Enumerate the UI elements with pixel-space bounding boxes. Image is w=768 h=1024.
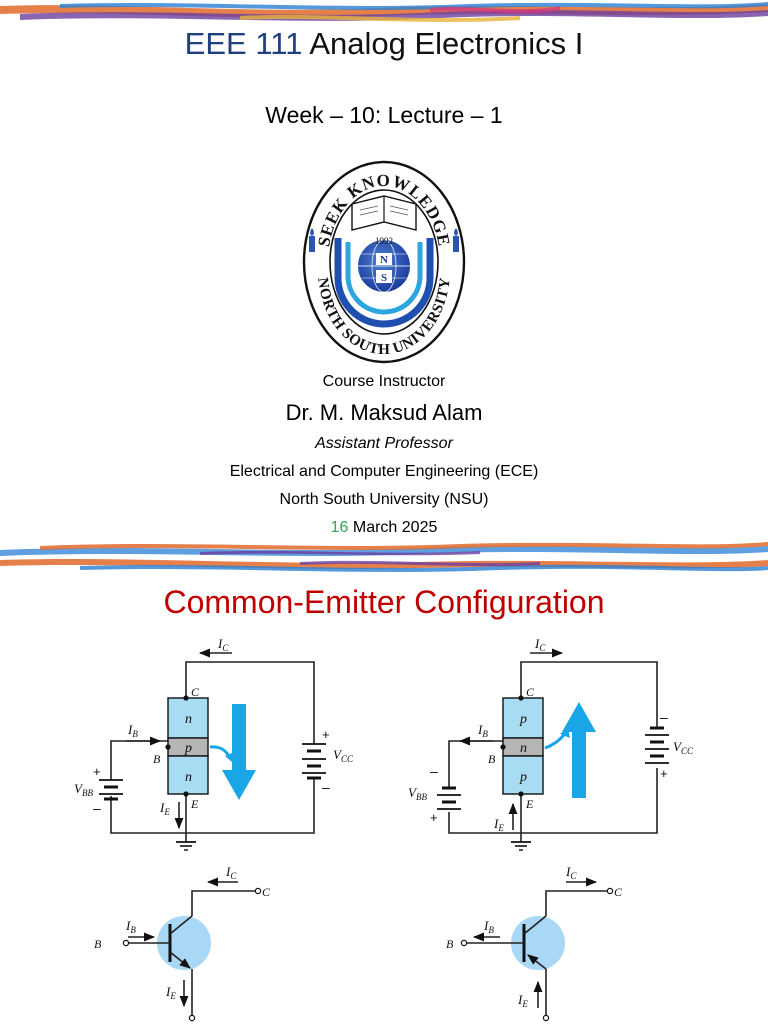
book-icon [351, 195, 417, 231]
pnp-symbol-ib-label: IB [483, 918, 494, 935]
pnp-ie-label: IE [493, 816, 504, 833]
department: Electrical and Computer Engineering (ECE… [229, 463, 539, 480]
pnp-circuit: IC IB IE p n p C B E [408, 636, 694, 851]
university-seal-logo: SEEK KNOWLEDGE NORTH SOUTH UNIVERSITY [302, 160, 466, 364]
pnp-symbol-ie-label: IE [517, 992, 528, 1009]
npn-symbol-ic-label: IC [225, 864, 237, 881]
npn-c-label: C [191, 685, 200, 699]
seal-letter-s: S [381, 272, 387, 284]
pnp-symbol-b-label: B [446, 937, 454, 951]
npn-symbol-ie-label: IE [165, 984, 176, 1001]
npn-layer-mid: p [184, 741, 192, 756]
pnp-vbb-label: VBB [408, 785, 427, 802]
date-day: 16 [330, 519, 349, 536]
title-slide: EEE 111 Analog Electronics I Week – 10: … [0, 0, 768, 556]
lecture-subtitle: Week – 10: Lecture – 1 [265, 102, 503, 128]
pnp-c-label: C [526, 685, 535, 699]
pnp-ground-icon [511, 841, 531, 851]
pnp-b-label: B [488, 752, 496, 766]
course-code: EEE 111 [184, 26, 303, 61]
pnp-emitter-layer [502, 755, 544, 795]
university: North South University (NSU) [279, 491, 489, 508]
svg-text:+: + [93, 764, 101, 779]
date-month-year: March 2025 [348, 519, 438, 536]
npn-layer-bot: n [185, 770, 192, 785]
pnp-transistor-symbol: IC C IB B IE [446, 864, 623, 1022]
instructor-name: Dr. M. Maksud Alam [285, 400, 483, 425]
svg-text:+: + [430, 810, 438, 825]
pnp-layer-top: p [519, 712, 527, 727]
npn-transistor-symbol: IC C IB B IE [94, 864, 271, 1022]
slide-title: Common-Emitter Configuration [163, 584, 605, 620]
course-title: EEE 111 Analog Electronics I [0, 22, 768, 66]
npn-e-label: E [190, 797, 199, 811]
transistor-circuits: IC IB IE n p n C B E [74, 636, 694, 1022]
npn-symbol-ib-label: IB [125, 918, 136, 935]
npn-vbb-battery: + – VBB [74, 764, 123, 816]
npn-ie-label: IE [159, 800, 170, 817]
npn-ib-label: IB [127, 722, 138, 739]
npn-symbol-b-label: B [94, 937, 102, 951]
npn-ground-icon [176, 841, 196, 851]
content-slide: Common-Emitter Configuration IC IB IE [0, 556, 768, 1024]
pnp-vbb-battery: – + VBB [408, 763, 461, 825]
slide2-decorative-band [0, 559, 768, 572]
npn-b-label: B [153, 752, 161, 766]
seal-year: 1992 [375, 236, 393, 246]
npn-emitter-layer [167, 755, 209, 795]
pnp-layer-mid: n [520, 741, 527, 756]
pnp-symbol-c-label: C [614, 885, 623, 899]
seal-letter-n: N [380, 254, 388, 266]
pnp-flow-arrow [562, 702, 596, 798]
bottom-decorative-band [0, 542, 768, 556]
pnp-e-label: E [525, 797, 534, 811]
svg-text:–: – [430, 763, 438, 779]
svg-text:–: – [322, 779, 330, 795]
npn-layer-top: n [185, 712, 192, 727]
npn-ic-label: IC [217, 636, 229, 653]
pnp-ib-label: IB [477, 722, 488, 739]
svg-text:–: – [660, 709, 668, 725]
npn-collector-layer [167, 697, 209, 739]
lecture-date: 16 March 2025 [0, 516, 768, 540]
npn-vbb-label: VBB [74, 781, 93, 798]
npn-flow-arrow [222, 704, 256, 800]
npn-symbol-c-label: C [262, 885, 271, 899]
svg-text:+: + [322, 727, 330, 742]
npn-vcc-battery: + – VCC [302, 727, 354, 795]
pnp-symbol-ic-label: IC [565, 864, 577, 881]
pnp-ic-label: IC [534, 636, 546, 653]
npn-vcc-label: VCC [333, 747, 354, 764]
candle-icon [309, 228, 459, 252]
npn-circuit: IC IB IE n p n C B E [74, 636, 354, 851]
pnp-layer-bot: p [519, 770, 527, 785]
instructor-role: Course Instructor [322, 373, 446, 390]
svg-text:–: – [93, 800, 101, 816]
svg-text:+: + [660, 766, 668, 781]
top-decorative-band [0, 0, 768, 26]
instructor-title: Assistant Professor [315, 435, 453, 452]
pnp-vcc-label: VCC [673, 739, 694, 756]
pnp-vcc-battery: – + VCC [645, 709, 694, 781]
course-name: Analog Electronics I [309, 26, 584, 61]
